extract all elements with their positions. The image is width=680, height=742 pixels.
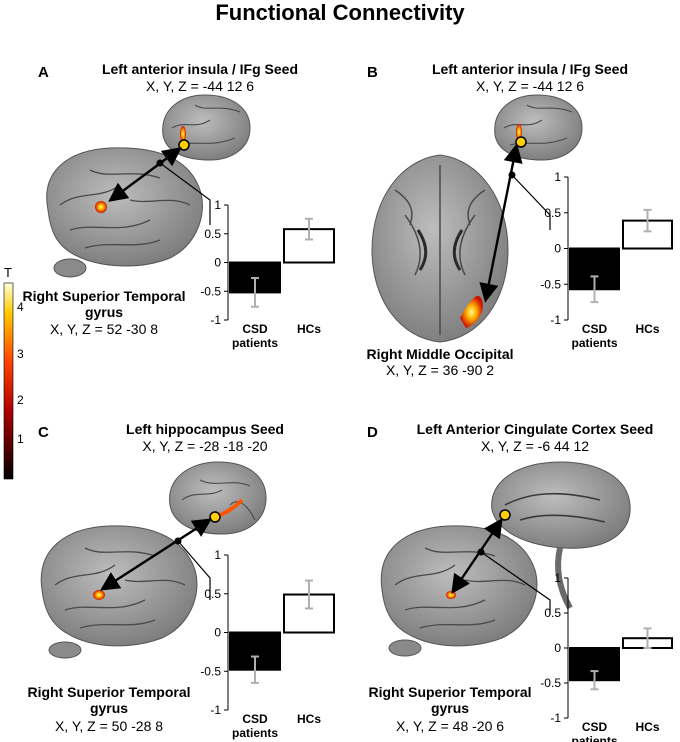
panel-a-y-tick-label: 0.5	[204, 227, 221, 241]
panel-d-y-tick-label: -0.5	[540, 676, 561, 690]
panel-d-y-tick-label: 1	[554, 571, 561, 585]
panel-a-y-tick-label: -1	[210, 313, 221, 327]
panel-d-region-name: Right Superior Temporal	[368, 684, 532, 700]
panel-c-region-name: Right Superior Temporal	[27, 684, 191, 700]
panel-c-seed-marker	[209, 511, 221, 523]
panel-a-region-name: Right Superior Temporal	[22, 288, 186, 304]
panel-a-y-tick-label: 1	[214, 198, 221, 212]
panel-c-connection-arrow	[99, 518, 213, 591]
panel-a-seed-name: Left anterior insula / IFg Seed	[101, 61, 299, 77]
panel-a-seed-coords: X, Y, Z = -44 12 6	[145, 78, 255, 94]
panel-b-y-tick-label: -1	[550, 313, 561, 327]
colorbar-tick-2: 2	[17, 393, 24, 407]
panel-c-y-tick-label: -0.5	[200, 664, 221, 678]
panel-b-y-tick-label: 0.5	[544, 206, 561, 220]
panel-b-y-tick-label: -0.5	[540, 277, 561, 291]
panel-b-seed-name: Left anterior insula / IFg Seed	[431, 61, 629, 77]
panel-a-brain-small	[162, 94, 251, 161]
panel-c-y-tick-label: -1	[210, 703, 221, 717]
panel-c-region-coords: X, Y, Z = 50 -28 8	[54, 718, 164, 734]
panel-a-y-tick-label: -0.5	[200, 284, 221, 298]
panel-d-region-coords: X, Y, Z = 48 -20 6	[395, 718, 505, 734]
panel-b-y-tick-label: 0	[554, 242, 561, 256]
panel-c-label: C	[38, 424, 49, 441]
panel-c-y-tick-label: 0.5	[204, 587, 221, 601]
panel-a-y-tick-label: 0	[214, 256, 221, 270]
panel-c-x-label-hcs: HCs	[297, 712, 321, 726]
panel-d-y-tick-label: -1	[550, 711, 561, 725]
panel-c-brain-small	[169, 461, 267, 535]
panel-c-y-tick-label: 1	[214, 548, 221, 562]
panel-b-y-tick-label: 1	[554, 170, 561, 184]
colorbar-tick-4: 4	[17, 300, 24, 314]
panel-d-brain-sagittal	[491, 461, 631, 610]
panel-d-region-name-line2: gyrus	[430, 700, 470, 716]
panel-c-region-name-line2: gyrus	[89, 700, 129, 716]
panel-a-connection-arrow	[108, 147, 182, 202]
panel-d-label: D	[367, 424, 378, 441]
panel-c-seed-name: Left hippocampus Seed	[126, 421, 284, 437]
panel-d-seed-coords: X, Y, Z = -6 44 12	[480, 438, 590, 454]
panel-a-label: A	[38, 64, 49, 81]
panel-a-activation-blob	[95, 201, 107, 213]
panel-c-activation-blob	[93, 590, 105, 600]
colorbar-tick-3: 3	[17, 347, 24, 361]
panel-a-x-label-hcs: HCs	[297, 322, 321, 336]
panel-a-region-name-line2: gyrus	[84, 304, 124, 320]
colorbar-label: T	[4, 265, 12, 280]
panel-b-activation-blob	[460, 296, 483, 328]
panel-d-y-tick-label: 0.5	[544, 606, 561, 620]
colorbar-tick-1: 1	[17, 432, 24, 446]
figure-title: Functional Connectivity	[215, 0, 465, 25]
panel-d-seed-marker	[499, 509, 511, 521]
panel-a-region-coords: X, Y, Z = 52 -30 8	[49, 321, 159, 337]
panel-b-region-coords: X, Y, Z = 36 -90 2	[385, 362, 495, 378]
panel-b-seed-coords: X, Y, Z = -44 12 6	[475, 78, 585, 94]
panel-b-label: B	[367, 64, 378, 81]
panel-c-seed-coords: X, Y, Z = -28 -18 -20	[142, 438, 268, 454]
panel-d-y-tick-label: 0	[554, 641, 561, 655]
panel-d-connection-arrow	[451, 518, 503, 594]
panel-b-x-label-hcs: HCs	[635, 322, 659, 336]
panel-d-x-label-hcs: HCs	[635, 720, 659, 734]
panel-d-seed-name: Left Anterior Cingulate Cortex Seed	[416, 421, 654, 437]
panel-b-region-name: Right Middle Occipital	[366, 346, 514, 362]
panel-c-y-tick-label: 0	[214, 626, 221, 640]
